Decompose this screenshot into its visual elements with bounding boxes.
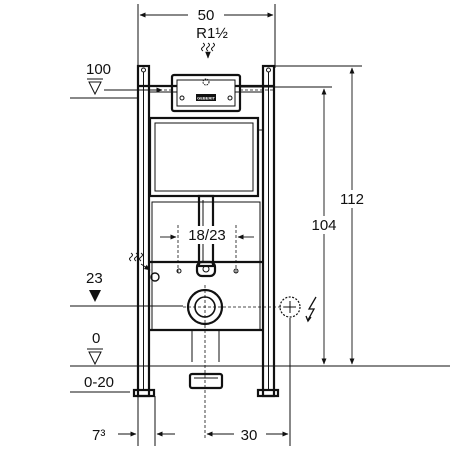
dimension-width-50: 50 [137,4,276,68]
frame-right-post [261,64,276,398]
level-mark-100: 100 [70,61,138,99]
wall-hangers [176,260,239,278]
flush-plate: GEBERIT [138,73,274,113]
range-0-20-label: 0-20 [84,374,114,391]
height-104-label: 104 [311,217,336,234]
drain-pipe [188,330,224,390]
dimension-height-104: 104 [240,86,341,365]
level-100-label: 100 [86,61,111,78]
offset-7-label: 7³ [92,427,105,444]
dimension-offset-30: 30 [206,318,291,446]
plate-brand: GEBERIT [197,96,215,101]
right-foot [256,388,280,398]
level-mark-0: 0 [70,330,450,367]
frame-left-post [136,64,151,398]
water-supply-icon [201,42,215,59]
water-inlet-icon [129,252,160,282]
drain-outlet [183,285,290,440]
dimension-18-23: 18/23 [160,225,254,275]
spacing-label: 18/23 [188,227,226,244]
level-mark-23: 23 [70,270,183,307]
level-23-label: 23 [86,270,103,287]
left-foot [132,388,156,398]
dimension-offset-7: 7³ [92,396,175,446]
cistern [148,116,263,198]
height-112-label: 112 [340,191,364,208]
electrical-connection-icon [279,296,317,323]
level-0-label: 0 [92,330,100,347]
offset-30-label: 30 [241,427,258,444]
thread-label: R1½ [196,25,228,42]
dimension-height-112: 112 [275,65,369,365]
width-label: 50 [198,7,215,24]
